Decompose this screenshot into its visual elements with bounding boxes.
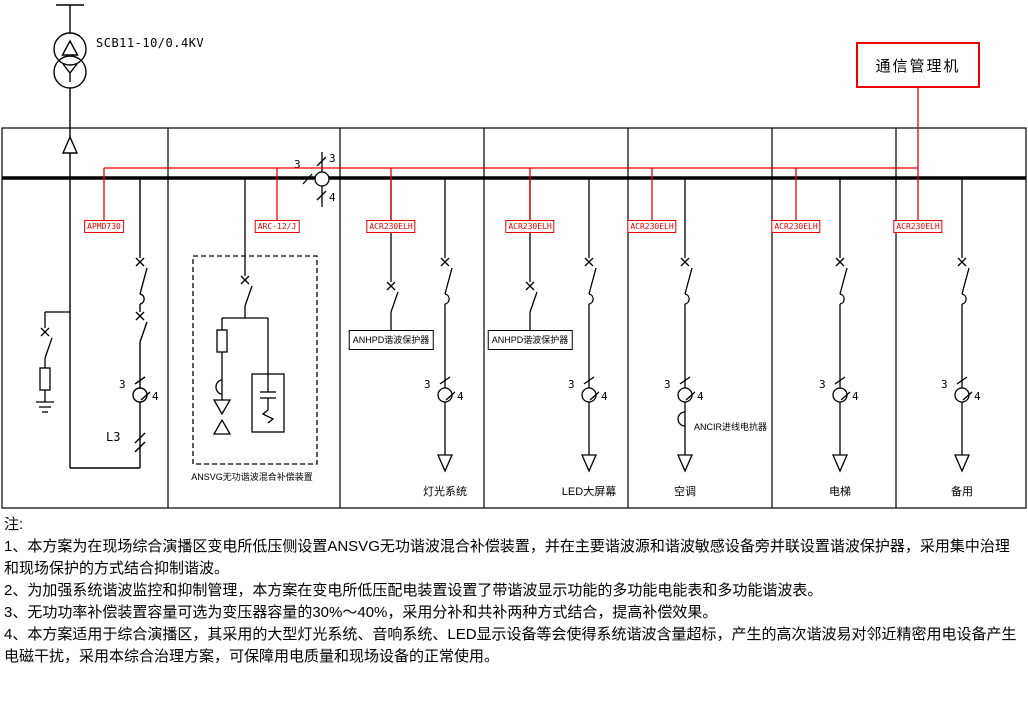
meter-acr230elh: ACR230ELH [893,220,943,233]
wire-count-4: 4 [697,390,704,403]
wire-count-3: 3 [941,378,948,391]
meter-apmd730: APMD730 [84,220,124,233]
meter-acr230elh: ACR230ELH [771,220,821,233]
ancir-label: ANCIR进线电抗器 [694,422,768,432]
feeder-label-spare: 备用 [951,486,973,498]
anhpd-box-led: ANHPD谐波保护器 [487,330,573,350]
reactor-symbol [677,411,686,427]
meter-acr230elh: ACR230ELH [505,220,555,233]
incoming-feed [61,135,151,469]
note-item-2: 2、为加强系统谐波监控和抑制管理，本方案在变电所低压配电装置设置了带谐波显示功能… [4,582,823,599]
switchgear-enclosure [1,127,1027,509]
feeder-air-conditioning [677,179,696,473]
anhpd-branch-led [525,179,538,331]
wire-count-4: 4 [852,390,859,403]
comm-manager-box: 通信管理机 [856,42,980,88]
wire-count-3: 3 [119,378,126,391]
wire-count-3: 3 [664,378,671,391]
feeder-led-screen [581,179,600,473]
notes-section: 注: 1、本方案为在现场综合演播区变电所低压侧设置ANSVG无功谐波混合补偿装置… [4,514,1024,668]
wire-count-3: 3 [424,378,431,391]
anhpd-branch-lighting [386,179,399,331]
wire-count-4: 4 [601,390,608,403]
wire-count-3: 3 [819,378,826,391]
phase-l3-label: L3 [106,430,120,444]
note-item-4: 4、本方案适用于综合演播区，其采用的大型灯光系统、音响系统、LED显示设备等会使… [4,626,1017,665]
pt-branch [36,311,70,413]
feeder-label-lighting: 灯光系统 [423,486,467,498]
ansvg-branch [192,179,318,465]
comm-manager-label: 通信管理机 [875,57,961,75]
transformer-label: SCB11-10/0.4KV [96,36,205,50]
wire-count-3: 3 [294,158,301,171]
transformer-symbol [53,4,87,468]
wire-count-labels: 3 3 4 3 4 3 4 3 4 3 4 3 4 3 4 L3 [106,152,981,444]
note-item-1: 1、本方案为在现场综合演播区变电所低压侧设置ANSVG无功谐波混合补偿装置，并在… [4,538,1010,577]
feeder-label-elevator: 电梯 [829,486,851,498]
note-item-3: 3、无功功率补偿装置容量可选为变压器容量的30%～40%，采用分补和共补两种方式… [4,604,718,621]
feeder-spare [954,179,973,473]
wire-count-4: 4 [974,390,981,403]
wire-count-3: 3 [329,152,336,165]
anhpd-box-lighting: ANHPD谐波保护器 [348,330,434,350]
wire-count-4: 4 [152,390,159,403]
feeder-elevator [832,179,851,473]
meter-arc12j: ARC-12/J [254,220,300,233]
feeder-lighting [437,179,456,473]
ansvg-label: ANSVG无功谐波混合补偿装置 [191,472,313,482]
wire-count-4: 4 [329,191,336,204]
feeder-label-ac: 空调 [674,486,696,498]
notes-title: 注: [4,516,24,533]
feeder-label-led: LED大屏幕 [561,486,617,498]
comm-network [103,88,919,221]
meter-acr230elh: ACR230ELH [366,220,416,233]
meter-acr230elh: ACR230ELH [627,220,677,233]
wire-count-4: 4 [457,390,464,403]
wire-count-3: 3 [568,378,575,391]
busbar-ct [302,152,330,207]
